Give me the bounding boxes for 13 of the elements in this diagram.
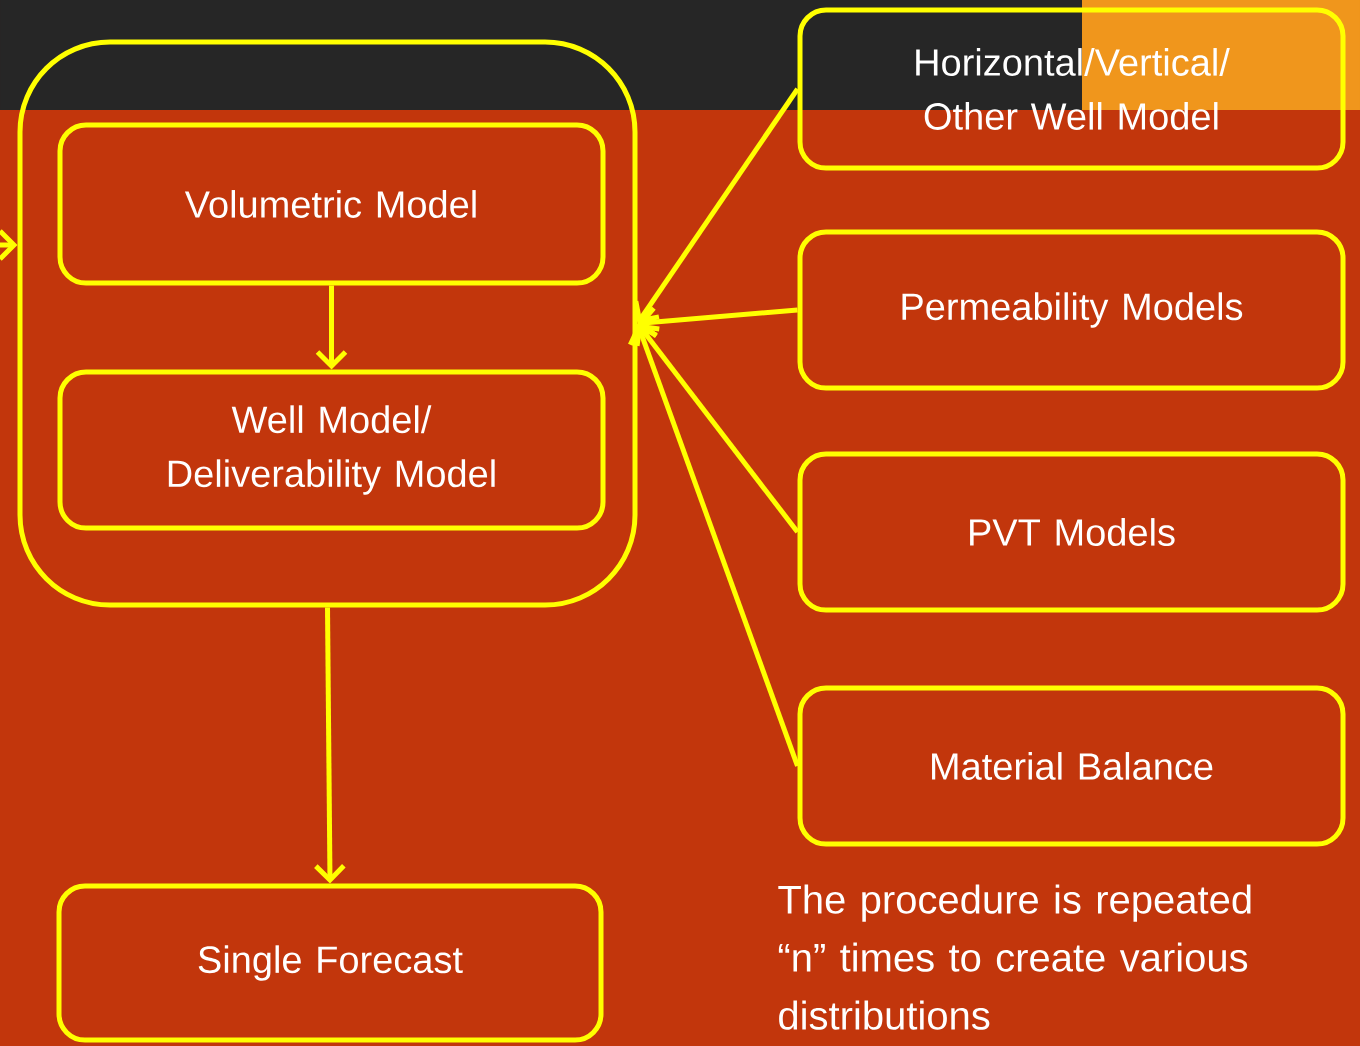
arrow <box>637 306 798 338</box>
note-text: The procedure is repeated “n” times to create various distributions <box>778 884 1251 1030</box>
process-box: Single Forecast <box>56 883 604 1043</box>
group-box <box>17 39 638 608</box>
process-box: Well Model/ Deliverability Model <box>57 369 606 531</box>
arrow <box>314 607 346 884</box>
process-box: Permeability Models <box>797 229 1346 391</box>
arrow <box>628 323 800 767</box>
process-box: Material Balance <box>797 685 1346 847</box>
arrow <box>315 285 348 370</box>
arrow <box>634 323 800 534</box>
process-box: PVT Models <box>797 451 1346 613</box>
process-box: Volumetric Model <box>57 122 606 286</box>
